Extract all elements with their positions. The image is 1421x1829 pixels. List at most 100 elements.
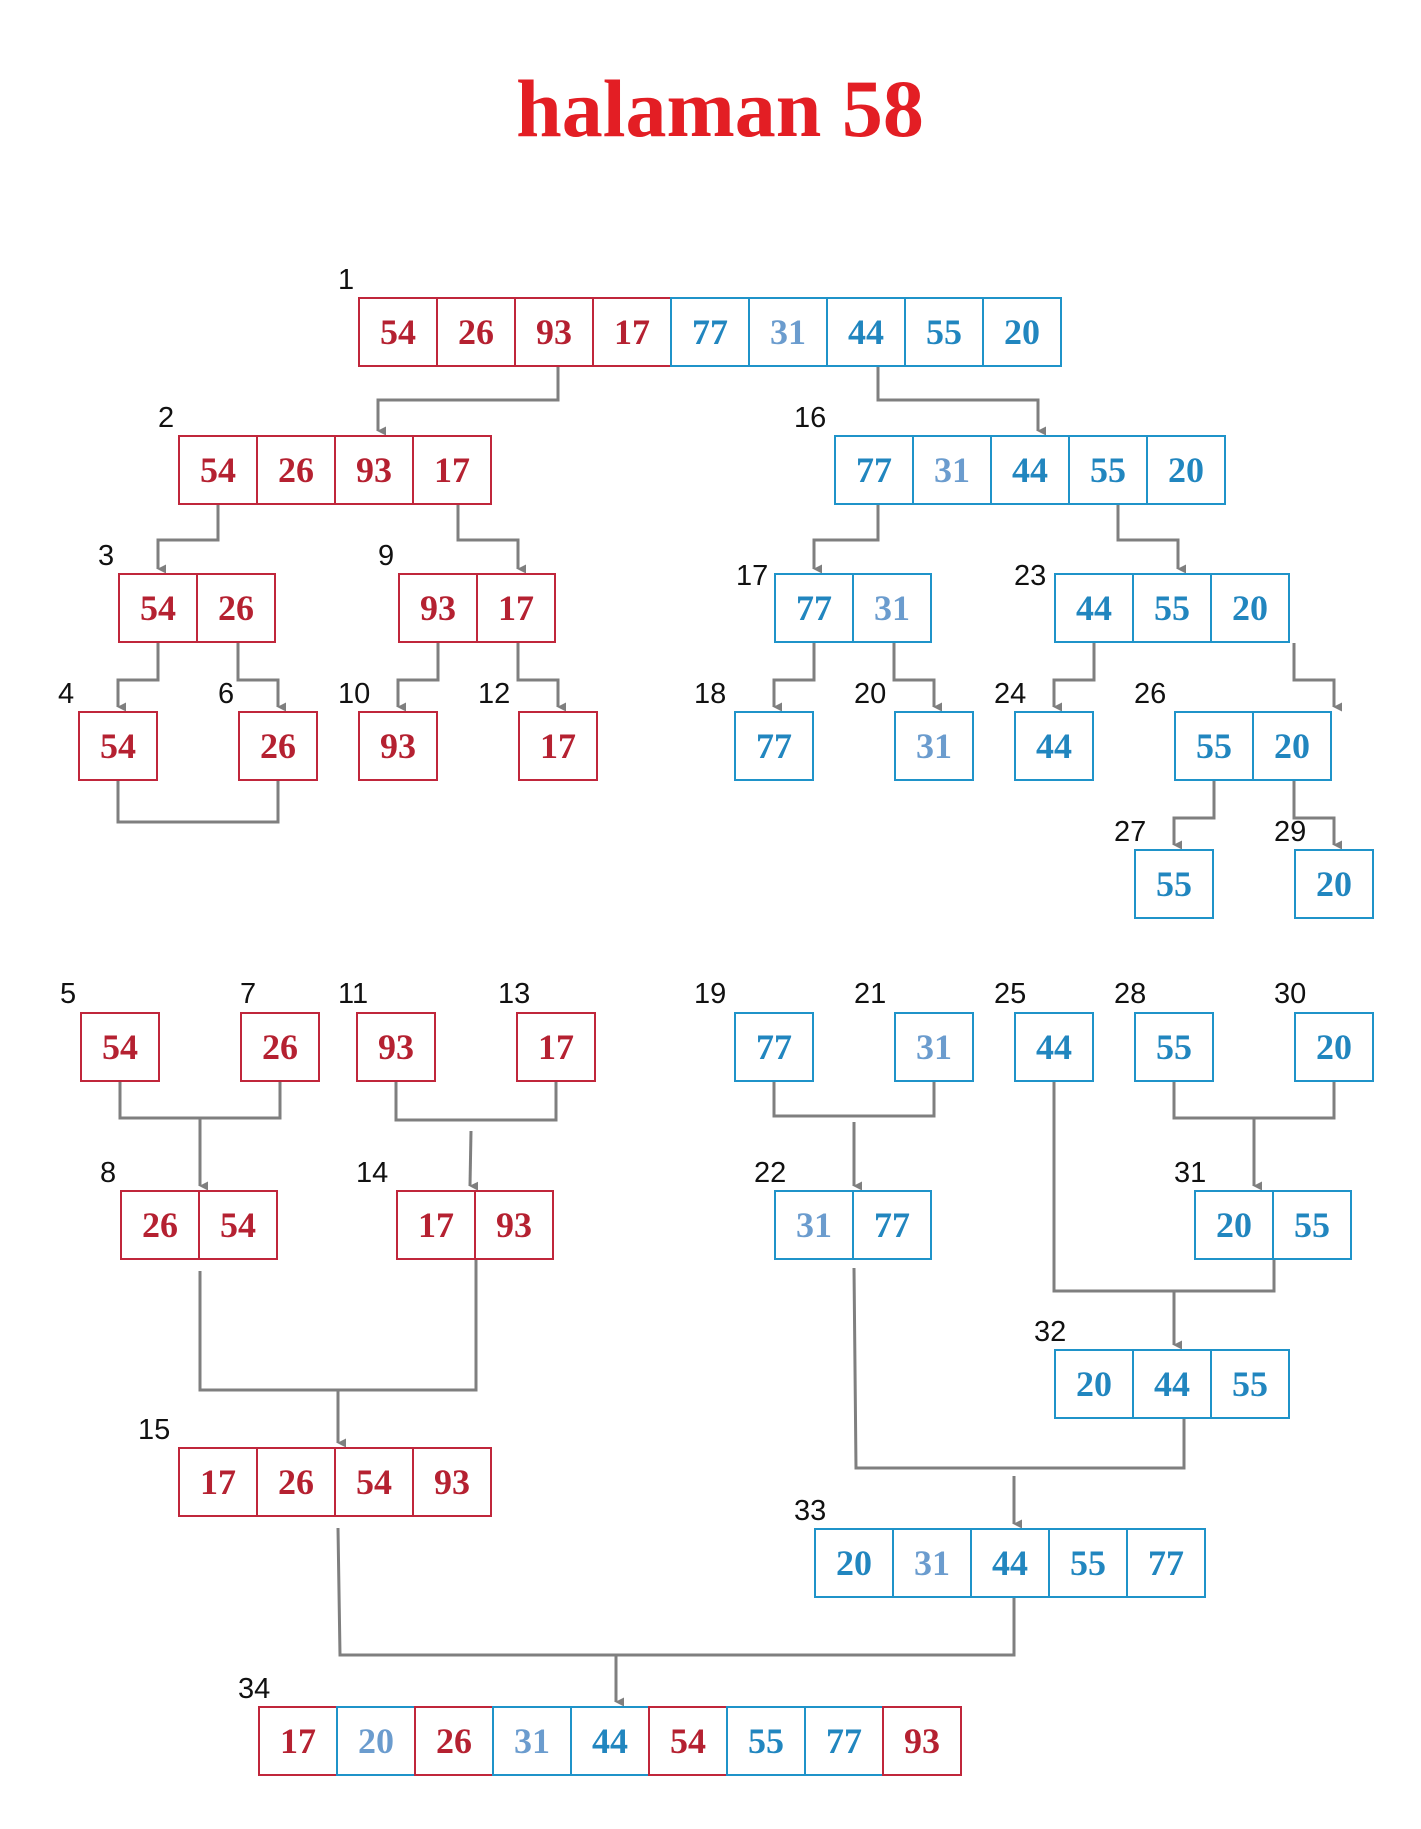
array-cell: 55 [1134, 849, 1214, 919]
array-node-step-20: 31 [894, 711, 974, 781]
array-cell: 77 [670, 297, 750, 367]
step-label: 23 [1014, 560, 1047, 592]
array-cell: 93 [474, 1190, 554, 1260]
step-label: 18 [694, 678, 727, 710]
merge-connector [118, 1082, 282, 1120]
array-cell: 26 [196, 573, 276, 643]
array-cell: 54 [178, 435, 258, 505]
arrow-connector [156, 505, 220, 574]
array-cell: 55 [1272, 1190, 1352, 1260]
step-label: 6 [218, 678, 235, 710]
arrow-connector [1052, 643, 1096, 712]
array-cell: 55 [1132, 573, 1212, 643]
array-cell: 17 [516, 1012, 596, 1082]
merge-connector [336, 1527, 1016, 1657]
array-cell: 54 [198, 1190, 278, 1260]
array-cell: 44 [1054, 573, 1134, 643]
step-label: 7 [240, 978, 257, 1010]
step-label: 9 [378, 540, 395, 572]
step-label: 22 [754, 1157, 787, 1189]
array-cell: 77 [834, 435, 914, 505]
array-node-step-11: 93 [356, 1012, 436, 1082]
array-cell: 31 [894, 1012, 974, 1082]
page-title: halaman 58 [516, 63, 924, 154]
array-cell: 93 [358, 711, 438, 781]
array-cell: 44 [1014, 1012, 1094, 1082]
merge-connector [852, 1267, 1186, 1470]
array-cell: 31 [748, 297, 828, 367]
step-label: 5 [60, 978, 77, 1010]
array-cell: 26 [238, 711, 318, 781]
step-label: 15 [138, 1414, 171, 1446]
array-cell: 26 [120, 1190, 200, 1260]
step-label: 31 [1174, 1157, 1207, 1189]
array-cell: 31 [912, 435, 992, 505]
array-cell: 17 [258, 1706, 338, 1776]
step-label: 28 [1114, 978, 1147, 1010]
step-label: 21 [854, 978, 887, 1010]
array-node-step-7: 26 [240, 1012, 320, 1082]
array-cell: 17 [178, 1447, 258, 1517]
step-label: 29 [1274, 816, 1307, 848]
array-cell: 20 [1054, 1349, 1134, 1419]
array-cell: 20 [1146, 435, 1226, 505]
step-label: 8 [100, 1157, 117, 1189]
merge-connector [394, 1082, 558, 1122]
array-cell: 55 [726, 1706, 806, 1776]
array-node-step-18: 77 [734, 711, 814, 781]
array-cell: 26 [256, 1447, 336, 1517]
array-cell: 44 [990, 435, 1070, 505]
array-cell: 55 [1068, 435, 1148, 505]
array-cell: 44 [970, 1528, 1050, 1598]
step-label: 33 [794, 1495, 827, 1527]
array-cell: 54 [118, 573, 198, 643]
arrow-connector [376, 367, 560, 436]
array-cell: 93 [882, 1706, 962, 1776]
array-cell: 31 [774, 1190, 854, 1260]
array-node-step-29: 20 [1294, 849, 1374, 919]
step-label: 1 [338, 264, 355, 296]
array-cell: 20 [814, 1528, 894, 1598]
array-cell: 55 [904, 297, 984, 367]
step-label: 16 [794, 402, 827, 434]
array-cell: 20 [1294, 849, 1374, 919]
arrow-connector [876, 367, 1047, 436]
step-label: 10 [338, 678, 371, 710]
array-node-step-10: 93 [358, 711, 438, 781]
array-cell: 77 [734, 1012, 814, 1082]
array-node-step-25: 44 [1014, 1012, 1094, 1082]
step-label: 2 [158, 402, 175, 434]
array-cell: 77 [774, 573, 854, 643]
array-node-step-6: 26 [238, 711, 318, 781]
array-cell: 55 [1174, 711, 1254, 781]
step-label: 4 [58, 678, 75, 710]
array-cell: 93 [398, 573, 478, 643]
step-label: 27 [1114, 816, 1147, 848]
array-cell: 17 [518, 711, 598, 781]
array-cell: 55 [1048, 1528, 1128, 1598]
array-cell: 20 [336, 1706, 416, 1776]
array-node-step-24: 44 [1014, 711, 1094, 781]
arrow-connector [1292, 781, 1343, 850]
step-label: 13 [498, 978, 531, 1010]
array-cell: 54 [648, 1706, 728, 1776]
step-label: 34 [238, 1673, 271, 1705]
array-cell: 93 [334, 435, 414, 505]
array-cell: 17 [396, 1190, 476, 1260]
array-cell: 77 [852, 1190, 932, 1260]
array-cell: 20 [1210, 573, 1290, 643]
array-cell: 55 [1134, 1012, 1214, 1082]
step-label: 19 [694, 978, 727, 1010]
step-label: 14 [356, 1157, 389, 1189]
